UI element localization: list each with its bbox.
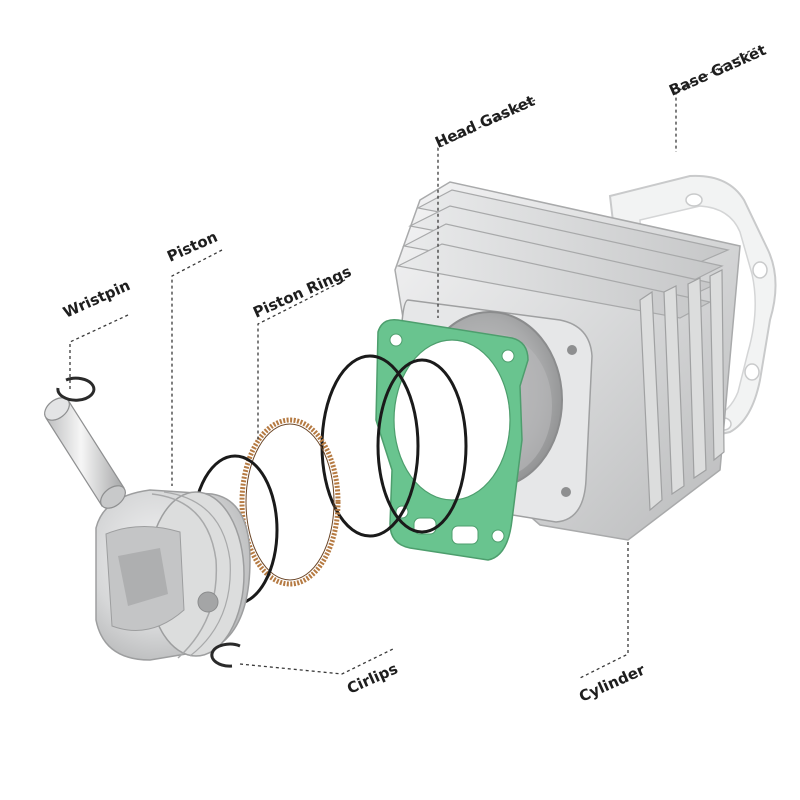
label-cirlips: Cirlips bbox=[344, 659, 400, 697]
leader-piston-rings bbox=[257, 279, 346, 440]
leader-piston bbox=[171, 249, 223, 486]
leader-cirlips bbox=[239, 647, 396, 675]
label-piston: Piston bbox=[164, 228, 220, 266]
cylinder-fins bbox=[396, 189, 730, 319]
circlip-bottom bbox=[210, 642, 241, 668]
circlip-top bbox=[56, 376, 96, 402]
oil-ring bbox=[239, 417, 341, 587]
label-wristpin: Wristpin bbox=[60, 276, 133, 322]
piston bbox=[95, 489, 251, 661]
label-head-gasket: Head Gasket bbox=[432, 92, 537, 152]
compression-ring-1 bbox=[376, 358, 468, 534]
label-piston-rings: Piston Rings bbox=[250, 262, 354, 321]
leader-base-gasket bbox=[675, 47, 756, 152]
leader-head-gasket bbox=[437, 99, 536, 318]
leader-cylinder bbox=[579, 542, 629, 679]
label-cylinder: Cylinder bbox=[576, 660, 648, 705]
leader-lines bbox=[69, 47, 756, 679]
head-gasket bbox=[375, 319, 529, 561]
compression-ring-2 bbox=[320, 354, 420, 538]
wristpin bbox=[44, 397, 126, 509]
oil-ring-rail bbox=[245, 423, 335, 581]
label-base-gasket: Base Gasket bbox=[666, 41, 768, 100]
